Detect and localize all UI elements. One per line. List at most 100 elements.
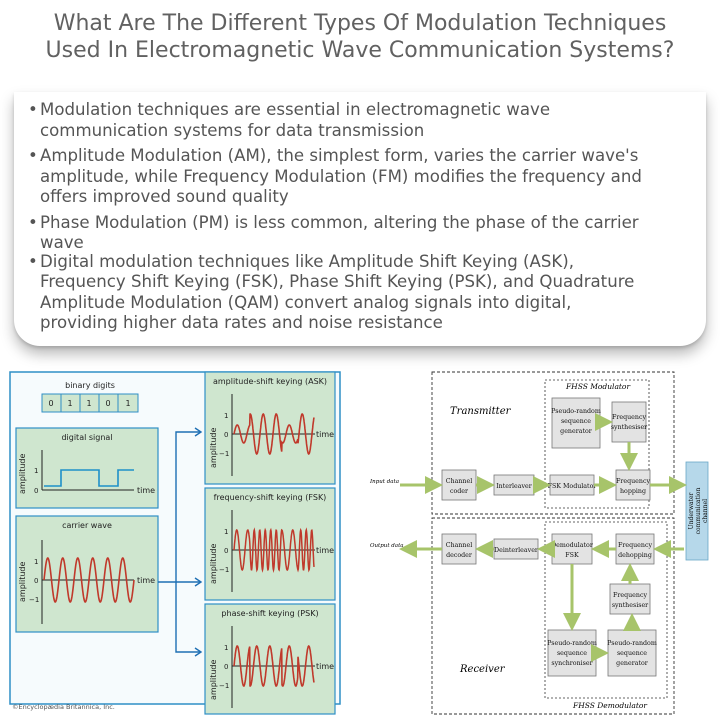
binary-digits-row: 0 1 1 0 1 [41,393,139,413]
tick-label: 1 [224,644,228,652]
amplitude-label: amplitude [209,427,218,468]
transmitter-label: Transmitter [450,406,512,417]
keying-diagram: binary digits 0 1 1 0 1 digital signal a… [9,371,341,715]
time-label: time [137,576,155,585]
bit-value: 1 [86,399,91,408]
bullet-line: Amplitude Modulation (AM), the simplest … [40,146,639,165]
bullet-line: wave [40,233,84,252]
bullet-line: providing higher data rates and noise re… [40,313,443,332]
pn-synchroniser-block: Pseudo-random sequence synchroniser [547,629,597,677]
bit-value: 1 [67,399,72,408]
ask-title: amplitude-shift keying (ASK) [213,377,327,386]
time-label: time [137,486,155,495]
tick-label: −1 [29,596,39,604]
modulator-title: FHSS Modulator [565,382,630,391]
bullet-item: Amplitude Modulation (AM), the simplest … [28,146,700,208]
bullet-line: Frequency Shift Keying (FSK), Phase Shif… [40,272,635,291]
deinterleaver-block: Deinterleaver [493,538,539,560]
block-label: decoder [446,552,473,559]
carrier-wave-panel: carrier wave amplitude 1 0 −1 time [15,515,159,633]
receiver-frame [431,517,675,715]
block-label: Interleaver [496,483,533,490]
bullet-line: offers improved sound quality [40,187,289,206]
carrier-wave-line [43,557,135,603]
block-label: Channel [446,478,472,485]
tick-label: −1 [219,566,229,574]
block-label: synthesiser [611,424,648,431]
transmitter-frame [431,371,675,515]
modulator-frame [544,379,650,509]
demodulator-fsk-block: Demodulator FSK [551,533,594,565]
flow-arrows [399,413,687,662]
block-label: dehopping [618,552,652,559]
block-label: Frequency [613,592,648,599]
title-line-2: Used In Electromagnetic Wave Communicati… [45,38,675,63]
psk-wave-line [233,645,315,687]
bullet-item: Digital modulation techniques like Ampli… [28,252,700,334]
psk-title: phase-shift keying (PSK) [221,609,318,618]
tick-label: 1 [34,467,38,475]
block-label: Frequency [612,414,647,421]
block-label: hopping [620,488,646,495]
block-label: sequence [561,418,591,425]
bullet-line: communication systems for data transmiss… [40,120,425,140]
channel-label: communication [695,487,702,534]
block-label: Demodulator [551,542,594,549]
bullet-line: amplitude, while Frequency Modulation (F… [40,166,642,186]
input-label: Input data [369,479,399,485]
tick-label: 0 [34,577,38,585]
amplitude-label: amplitude [18,561,27,602]
connector-arrows [158,427,203,657]
channel-decoder-block: Channel decoder [441,533,477,565]
block-label: Frequency [616,478,651,485]
digital-signal-panel: digital signal amplitude 1 0 time [15,427,159,509]
channel-label: channel [702,499,709,523]
block-label: Pseudo-random [551,408,601,415]
receiver-label: Receiver [459,664,506,675]
ask-panel: amplitude-shift keying (ASK) amplitude 1… [204,371,336,485]
bullet-line: Modulation techniques are essential in e… [40,100,551,119]
pn-generator-block: Pseudo-random sequence generator [551,397,601,449]
amplitude-label: amplitude [209,543,218,584]
tick-label: 0 [224,547,228,555]
channel-label: Underwater [688,493,695,530]
block-label: synthesiser [612,602,649,609]
bullet-item: Modulation techniques are essential in e… [28,100,700,141]
fsk-title: frequency-shift keying (FSK) [214,493,327,502]
tick-label: 0 [34,487,38,495]
block-label: sequence [557,650,587,657]
credit-text: ©Encyclopædia Britannica, Inc. [12,703,115,711]
tick-label: 1 [224,528,228,536]
amplitude-label: amplitude [18,453,27,494]
carrier-wave-title: carrier wave [62,521,112,530]
digital-signal-title: digital signal [61,433,112,442]
tick-label: 1 [34,558,38,566]
fsk-panel: frequency-shift keying (FSK) amplitude 1… [204,487,336,601]
time-label: time [316,546,334,555]
ask-wave-line [233,413,315,455]
block-label: Pseudo-random [547,640,597,647]
bullet-line: Digital modulation techniques like Ampli… [40,251,574,271]
digital-signal-line [44,469,134,487]
freq-synth-block-2: Frequency synthesiser [609,583,651,615]
time-label: time [316,662,334,671]
bit-value: 1 [125,399,130,408]
psk-panel: phase-shift keying (PSK) amplitude 1 0 −… [204,603,336,715]
fhss-diagram: FHSS Modulator Transmitter Receiver FHSS… [369,371,709,715]
tick-label: 1 [224,412,228,420]
interleaver-block: Interleaver [493,474,535,496]
block-label: synchroniser [551,660,593,667]
fsk-modulator-block: FSK Modulator [548,474,598,496]
pn-generator-block-2: Pseudo-random sequence generator [607,629,657,677]
block-label: FSK Modulator [548,483,598,490]
channel-block: Underwater communication channel [685,461,709,561]
block-label: Channel [446,542,472,549]
time-label: time [316,430,334,439]
tick-label: 0 [224,663,228,671]
block-label: Frequency [618,542,653,549]
binary-digits-title: binary digits [65,381,115,390]
block-label: generator [560,428,593,435]
bullet-line: Amplitude Modulation (QAM) convert analo… [40,292,572,312]
block-label: FSK [565,552,579,559]
tick-label: −1 [219,450,229,458]
